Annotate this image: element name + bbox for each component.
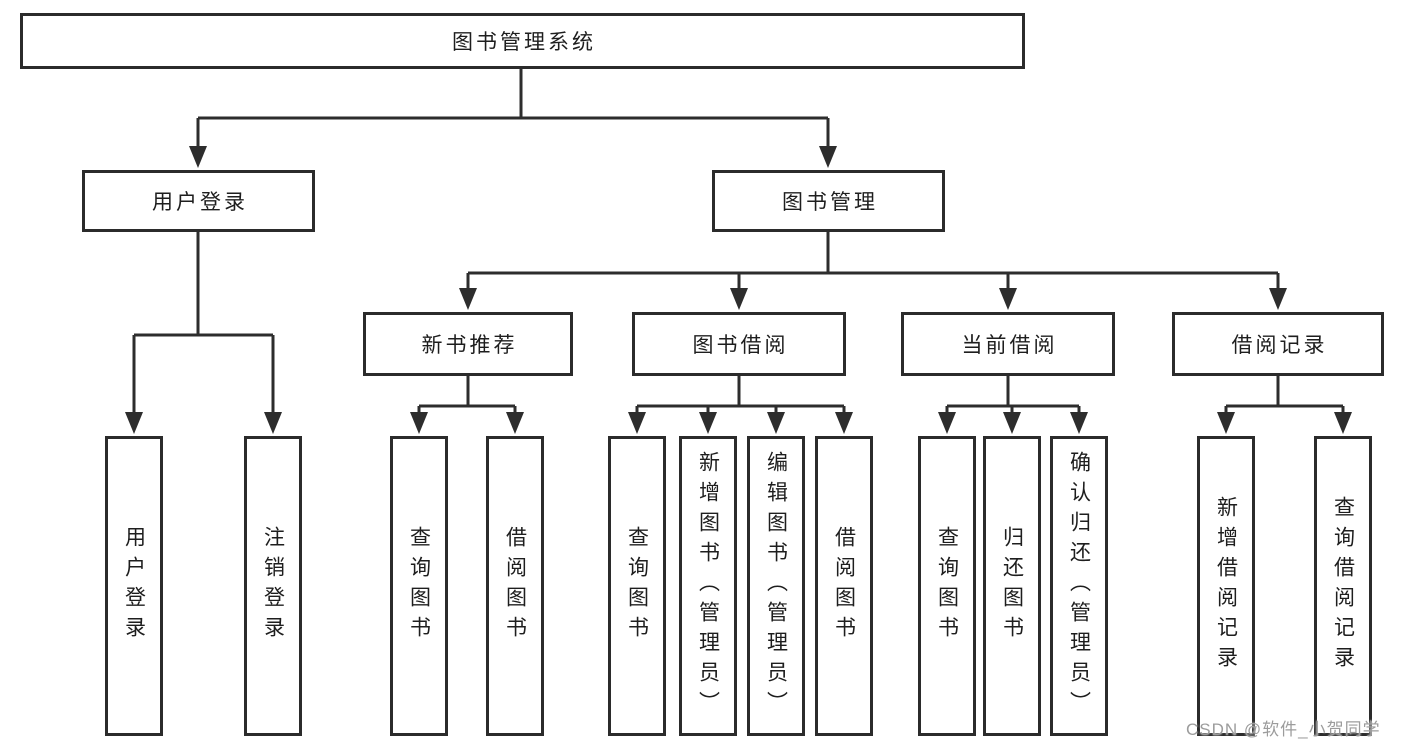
leaf-query-books-borrow: 查询图书 bbox=[608, 436, 666, 736]
node-book-management-label: 图书管理 bbox=[782, 191, 878, 214]
leaf-borrow-books-recommend-label: 借阅图书 bbox=[503, 526, 527, 646]
node-book-borrow: 图书借阅 bbox=[632, 312, 846, 376]
node-book-management: 图书管理 bbox=[712, 170, 945, 232]
node-book-borrow-label: 图书借阅 bbox=[692, 334, 789, 357]
csdn-watermark: CSDN @软件_小贺同学 bbox=[1186, 720, 1381, 739]
leaf-add-borrow-record: 新增借阅记录 bbox=[1197, 436, 1255, 736]
leaf-return-book: 归还图书 bbox=[983, 436, 1041, 736]
connector-root-to-level1 bbox=[189, 69, 837, 168]
node-root: 图书管理系统 bbox=[20, 13, 1025, 69]
connector-book-borrow-to-leaves bbox=[628, 376, 853, 434]
leaf-query-borrow-record-label: 查询借阅记录 bbox=[1331, 496, 1355, 676]
node-current-borrow-label: 当前借阅 bbox=[961, 334, 1058, 357]
leaf-logout: 注销登录 bbox=[244, 436, 302, 736]
leaf-query-books-borrow-label: 查询图书 bbox=[625, 526, 649, 646]
node-borrow-records: 借阅记录 bbox=[1172, 312, 1384, 376]
leaf-edit-book-admin: 编辑图书（管理员） bbox=[747, 436, 805, 736]
leaf-borrow-books-borrow-label: 借阅图书 bbox=[832, 526, 856, 646]
leaf-add-book-admin: 新增图书（管理员） bbox=[679, 436, 737, 736]
connector-borrow-records-to-leaves bbox=[1217, 376, 1352, 434]
leaf-query-borrow-record: 查询借阅记录 bbox=[1314, 436, 1372, 736]
node-current-borrow: 当前借阅 bbox=[901, 312, 1115, 376]
connector-book-management-to-level2 bbox=[459, 232, 1287, 310]
leaf-query-books-recommend-label: 查询图书 bbox=[407, 526, 431, 646]
leaf-borrow-books-borrow: 借阅图书 bbox=[815, 436, 873, 736]
leaf-confirm-return-admin-label: 确认归还（管理员） bbox=[1067, 451, 1091, 721]
leaf-add-borrow-record-label: 新增借阅记录 bbox=[1214, 496, 1238, 676]
leaf-user-login-label: 用户登录 bbox=[122, 526, 146, 646]
node-new-book-recommend: 新书推荐 bbox=[363, 312, 573, 376]
leaf-edit-book-admin-label: 编辑图书（管理员） bbox=[764, 451, 788, 721]
connector-user-login-to-leaves bbox=[125, 232, 282, 434]
leaf-confirm-return-admin: 确认归还（管理员） bbox=[1050, 436, 1108, 736]
leaf-query-books-current-label: 查询图书 bbox=[935, 526, 959, 646]
leaf-borrow-books-recommend: 借阅图书 bbox=[486, 436, 544, 736]
connector-new-book-recommend-to-leaves bbox=[410, 376, 524, 434]
node-borrow-records-label: 借阅记录 bbox=[1231, 334, 1328, 357]
leaf-user-login: 用户登录 bbox=[105, 436, 163, 736]
node-user-login-label: 用户登录 bbox=[152, 191, 248, 214]
node-root-label: 图书管理系统 bbox=[452, 31, 596, 54]
leaf-query-books-recommend: 查询图书 bbox=[390, 436, 448, 736]
node-user-login: 用户登录 bbox=[82, 170, 315, 232]
leaf-query-books-current: 查询图书 bbox=[918, 436, 976, 736]
leaf-return-book-label: 归还图书 bbox=[1000, 526, 1024, 646]
leaf-add-book-admin-label: 新增图书（管理员） bbox=[696, 451, 720, 721]
node-new-book-recommend-label: 新书推荐 bbox=[421, 334, 518, 357]
leaf-logout-label: 注销登录 bbox=[261, 526, 285, 646]
connector-current-borrow-to-leaves bbox=[938, 376, 1088, 434]
